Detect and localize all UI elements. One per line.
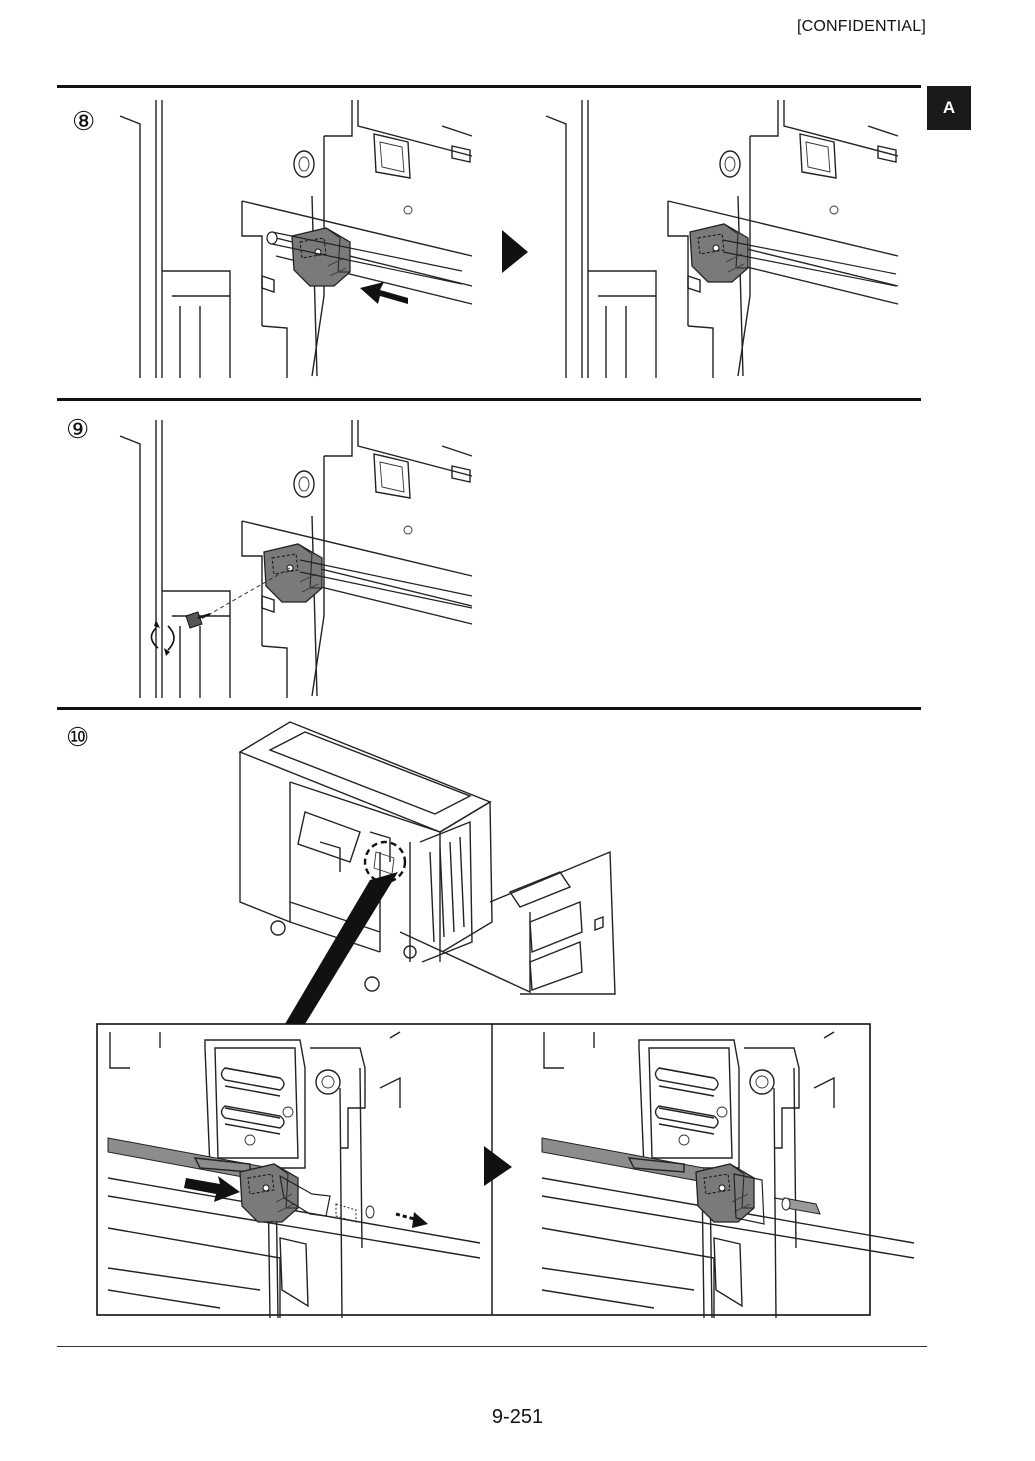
step-8-rule bbox=[57, 85, 921, 88]
screw-rotate-icon bbox=[150, 625, 175, 651]
step-10-zoom-panel bbox=[96, 1023, 915, 1319]
step-9-illustration bbox=[119, 419, 473, 699]
step-8-before-illustration bbox=[119, 99, 473, 379]
zoom-before-illustration bbox=[107, 1031, 481, 1319]
pull-out-arrow bbox=[395, 1212, 419, 1222]
section-tab: A bbox=[927, 86, 971, 130]
footer-rule bbox=[57, 1346, 927, 1347]
step-10-number: ⑩ bbox=[66, 722, 90, 752]
push-right-arrow bbox=[184, 1176, 240, 1202]
step-10-overview-illustration bbox=[238, 721, 616, 1024]
step-9-rule bbox=[57, 398, 921, 401]
then-arrow-icon bbox=[502, 230, 528, 273]
step-8-number: ⑧ bbox=[72, 106, 96, 136]
page-number: 9-251 bbox=[491, 1406, 544, 1428]
step-8-after-illustration bbox=[545, 99, 899, 379]
step-10-rule bbox=[57, 707, 921, 710]
step-9-number: ⑨ bbox=[66, 414, 90, 444]
confidential-label: [CONFIDENTIAL] bbox=[797, 18, 927, 35]
then-arrow-icon-2 bbox=[484, 1146, 512, 1186]
push-direction-arrow bbox=[360, 282, 408, 304]
zoom-after-illustration bbox=[541, 1031, 915, 1319]
